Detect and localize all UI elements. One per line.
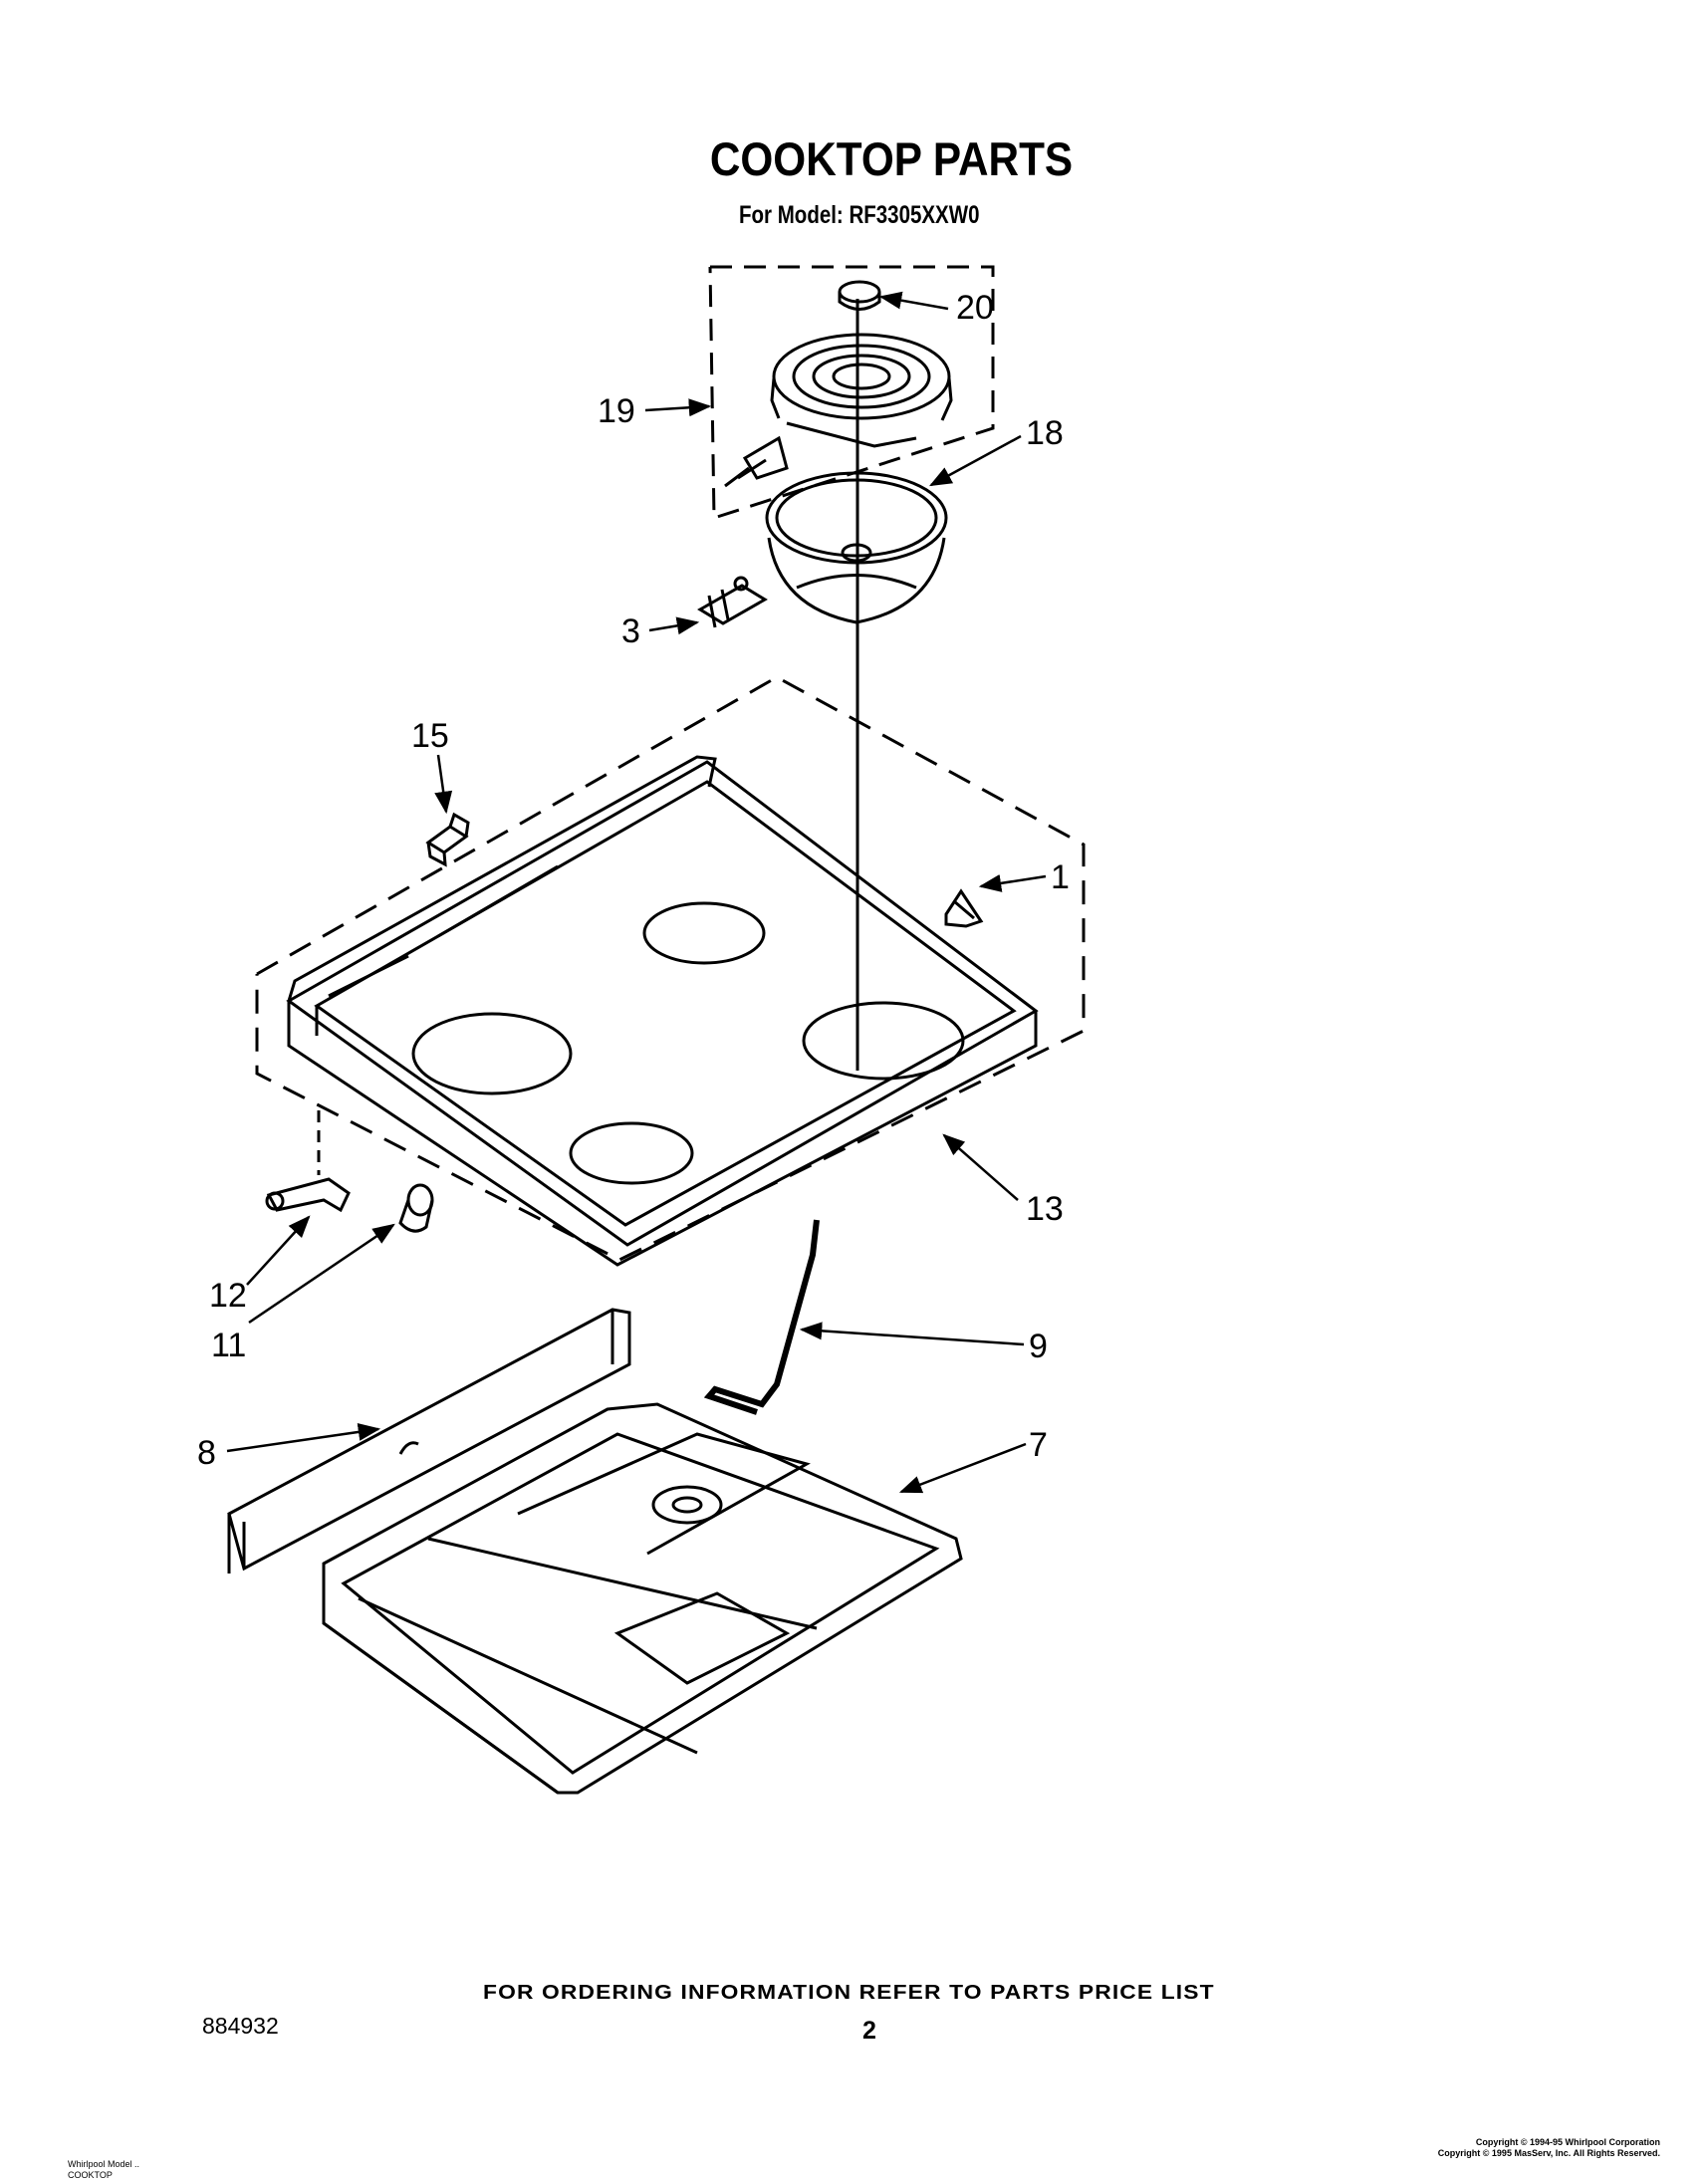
part-3-receptacle — [697, 576, 768, 628]
part-13-cooktop — [286, 755, 1039, 1267]
page-title: COOKTOP PARTS — [709, 132, 1074, 185]
part-18-drip-bowl — [765, 471, 948, 624]
copyright-line-2: Copyright © 1995 MasServ, Inc. All Right… — [1437, 2148, 1660, 2158]
callout-7: 7 — [1029, 1426, 1048, 1464]
callout-18: 18 — [1026, 414, 1064, 452]
callout-9: 9 — [1029, 1328, 1048, 1365]
main-top-outline — [255, 675, 1086, 1262]
part-9-rod — [703, 1219, 820, 1415]
callout-12: 12 — [209, 1277, 247, 1315]
callout-8: 8 — [197, 1434, 216, 1472]
part-15-clip — [425, 812, 470, 867]
callout-13: 13 — [1026, 1190, 1064, 1228]
callout-1: 1 — [1051, 858, 1070, 896]
copyright-footer: Copyright © 1994-95 Whirlpool Corporatio… — [1438, 2137, 1660, 2159]
part-11-spacer — [398, 1183, 434, 1233]
part-12-clip — [265, 1110, 351, 1213]
part-1-bracket — [944, 888, 984, 928]
page-number: 2 — [862, 2017, 876, 2045]
surface-element-group — [708, 265, 995, 521]
callout-20: 20 — [956, 289, 994, 327]
part-8-front-strip — [227, 1308, 631, 1574]
part-7-burner-box — [322, 1402, 963, 1795]
callout-3: 3 — [621, 612, 640, 650]
callout-19: 19 — [598, 392, 635, 430]
model-line-1: Whirlpool Model .. — [68, 2159, 140, 2169]
model-subtitle: For Model: RF3305XXW0 — [739, 201, 980, 229]
copyright-line-1: Copyright © 1994-95 Whirlpool Corporatio… — [1475, 2137, 1660, 2147]
document-number: 884932 — [202, 2013, 279, 2039]
part-19-surface-element — [724, 333, 953, 488]
ordering-note: FOR ORDERING INFORMATION REFER TO PARTS … — [483, 1982, 1215, 2004]
callout-15: 15 — [411, 717, 449, 755]
model-footer: Whirlpool Model .. COOKTOP — [68, 2159, 139, 2181]
part-20-cap — [838, 280, 881, 311]
callout-11: 11 — [211, 1327, 246, 1364]
leader-lines — [226, 291, 1047, 1494]
model-line-2: COOKTOP — [68, 2170, 113, 2180]
